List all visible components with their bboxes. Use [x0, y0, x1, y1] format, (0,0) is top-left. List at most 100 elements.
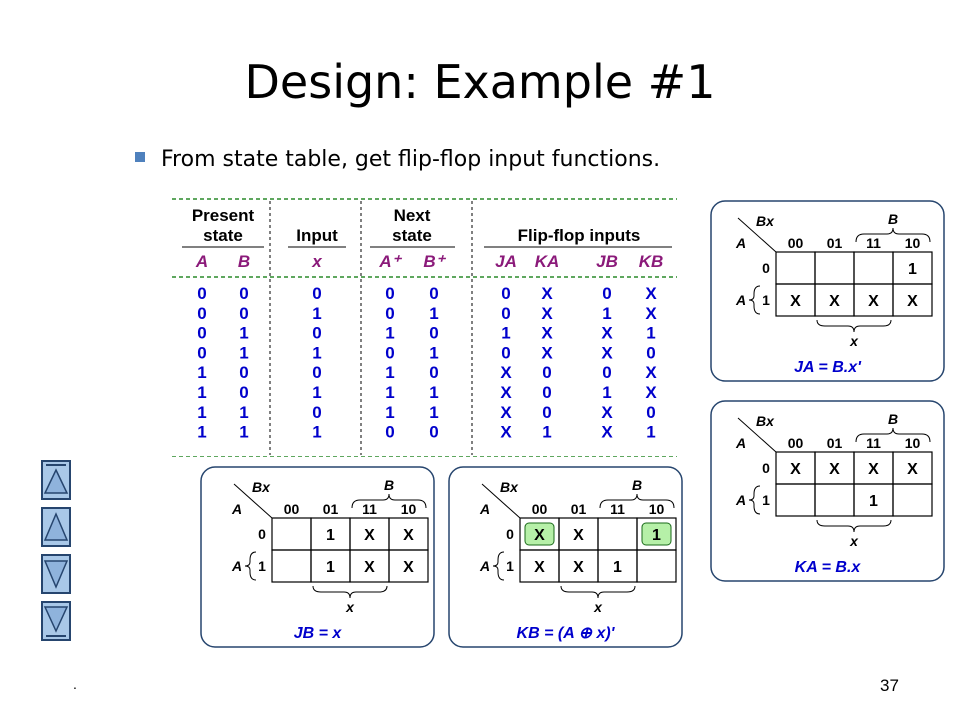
- table-cell: 0: [542, 403, 551, 422]
- kmap-col-label: 10: [649, 501, 665, 517]
- kmap-equation: JA = B.x': [794, 359, 862, 376]
- kmap-cell-value: X: [868, 461, 879, 478]
- kmap-row-label: 0: [258, 526, 266, 542]
- table-cell: 0: [429, 363, 438, 382]
- kmap-cell-value: X: [907, 461, 918, 478]
- table-cell: 1: [312, 304, 321, 323]
- table-cell: 1: [646, 324, 655, 343]
- table-cell: 1: [385, 403, 394, 422]
- kmap-equation: KA = B.x: [795, 559, 862, 576]
- kmap-col-label: 10: [905, 435, 921, 451]
- table-cell: 1: [602, 304, 611, 323]
- kmap-cell-value: X: [790, 461, 801, 478]
- kmap-row-label: 0: [762, 260, 770, 276]
- kmap-row-var: A: [231, 501, 242, 517]
- kmap-col-label: 00: [788, 235, 804, 251]
- kmap-row-var: A: [735, 235, 746, 251]
- column-header: B⁺: [423, 252, 446, 271]
- last-slide-button[interactable]: [41, 601, 71, 641]
- kmap-row-label: 1: [762, 492, 770, 508]
- table-cell: 1: [385, 383, 394, 402]
- footer-mark: .: [73, 676, 77, 692]
- table-cell: 0: [542, 383, 551, 402]
- kmap-cell-value: X: [364, 559, 375, 576]
- table-cell: 0: [385, 423, 394, 442]
- table-cell: 0: [239, 304, 248, 323]
- table-cell: 0: [501, 284, 510, 303]
- column-header: KA: [535, 252, 560, 271]
- kmap-row-label: 0: [762, 460, 770, 476]
- kmap-a-label: A: [735, 492, 746, 508]
- table-cell: 0: [602, 363, 611, 382]
- column-header: A⁺: [378, 252, 402, 271]
- slide-number: 37: [880, 676, 899, 695]
- table-cell: 0: [239, 363, 248, 382]
- header-input: Input: [296, 226, 338, 245]
- table-cell: 0: [501, 343, 510, 362]
- kmap-frame: [710, 200, 945, 382]
- kmap-row-label: 1: [506, 558, 514, 574]
- kmap-col-label: 00: [532, 501, 548, 517]
- kmap-cell-value: X: [829, 461, 840, 478]
- kmap-col-label: 11: [610, 501, 625, 517]
- table-cell: X: [500, 403, 512, 422]
- table-cell: 1: [197, 383, 206, 402]
- next-slide-button[interactable]: [41, 554, 71, 594]
- kmap-b-label: B: [888, 211, 898, 227]
- bullet-square-icon: [135, 152, 145, 162]
- table-cell: 0: [312, 403, 321, 422]
- previous-slide-button[interactable]: [41, 507, 71, 547]
- kmap-x-label: x: [849, 333, 859, 349]
- table-cell: 1: [312, 423, 321, 442]
- kmap-col-var: Bx: [756, 413, 775, 429]
- table-cell: 1: [429, 383, 438, 402]
- kmap-col-label: 01: [827, 235, 843, 251]
- table-cell: X: [601, 403, 613, 422]
- table-cell: 1: [602, 383, 611, 402]
- kmap-cell-value: 1: [326, 559, 335, 576]
- kmap-col-label: 01: [323, 501, 339, 517]
- table-cell: X: [601, 343, 613, 362]
- table-cell: 0: [385, 343, 394, 362]
- kmap-cell: [388, 549, 429, 583]
- kmap-cell-value: 1: [613, 559, 622, 576]
- kmap-col-label: 01: [571, 501, 587, 517]
- table-cell: 0: [385, 304, 394, 323]
- table-cell: 0: [312, 284, 321, 303]
- kmap-equation: JB = x: [294, 625, 343, 642]
- kmap-a-label: A: [231, 558, 242, 574]
- table-cell: 0: [646, 343, 655, 362]
- table-cell: 1: [239, 324, 248, 343]
- table-cell: 1: [385, 363, 394, 382]
- kmap-cell-value: X: [829, 293, 840, 310]
- table-cell: 1: [239, 343, 248, 362]
- table-cell: X: [500, 363, 512, 382]
- table-cell: 1: [542, 423, 551, 442]
- kmap-frame: [448, 466, 683, 648]
- table-cell: 0: [239, 284, 248, 303]
- table-cell: 0: [385, 284, 394, 303]
- table-cell: X: [500, 423, 512, 442]
- kmap-col-var: Bx: [252, 479, 271, 495]
- table-cell: 0: [197, 324, 206, 343]
- table-cell: 1: [312, 343, 321, 362]
- table-cell: 1: [501, 324, 510, 343]
- table-cell: 0: [197, 304, 206, 323]
- table-cell: 0: [312, 324, 321, 343]
- kmap-col-label: 00: [788, 435, 804, 451]
- first-slide-button[interactable]: [41, 460, 71, 500]
- kmap-col-var: Bx: [756, 213, 775, 229]
- table-cell: 1: [429, 343, 438, 362]
- kmap-row-var: A: [735, 435, 746, 451]
- next-slide-icon: [43, 560, 69, 589]
- table-cell: X: [645, 383, 657, 402]
- kmap-cell-value: X: [790, 293, 801, 310]
- table-cell: 0: [602, 284, 611, 303]
- kmap-col-label: 00: [284, 501, 300, 517]
- kmap-cell-value: X: [868, 293, 879, 310]
- kmap-cell-value: 1: [652, 527, 661, 544]
- bullet-text: From state table, get flip-flop input fu…: [161, 147, 661, 172]
- table-cell: 1: [239, 403, 248, 422]
